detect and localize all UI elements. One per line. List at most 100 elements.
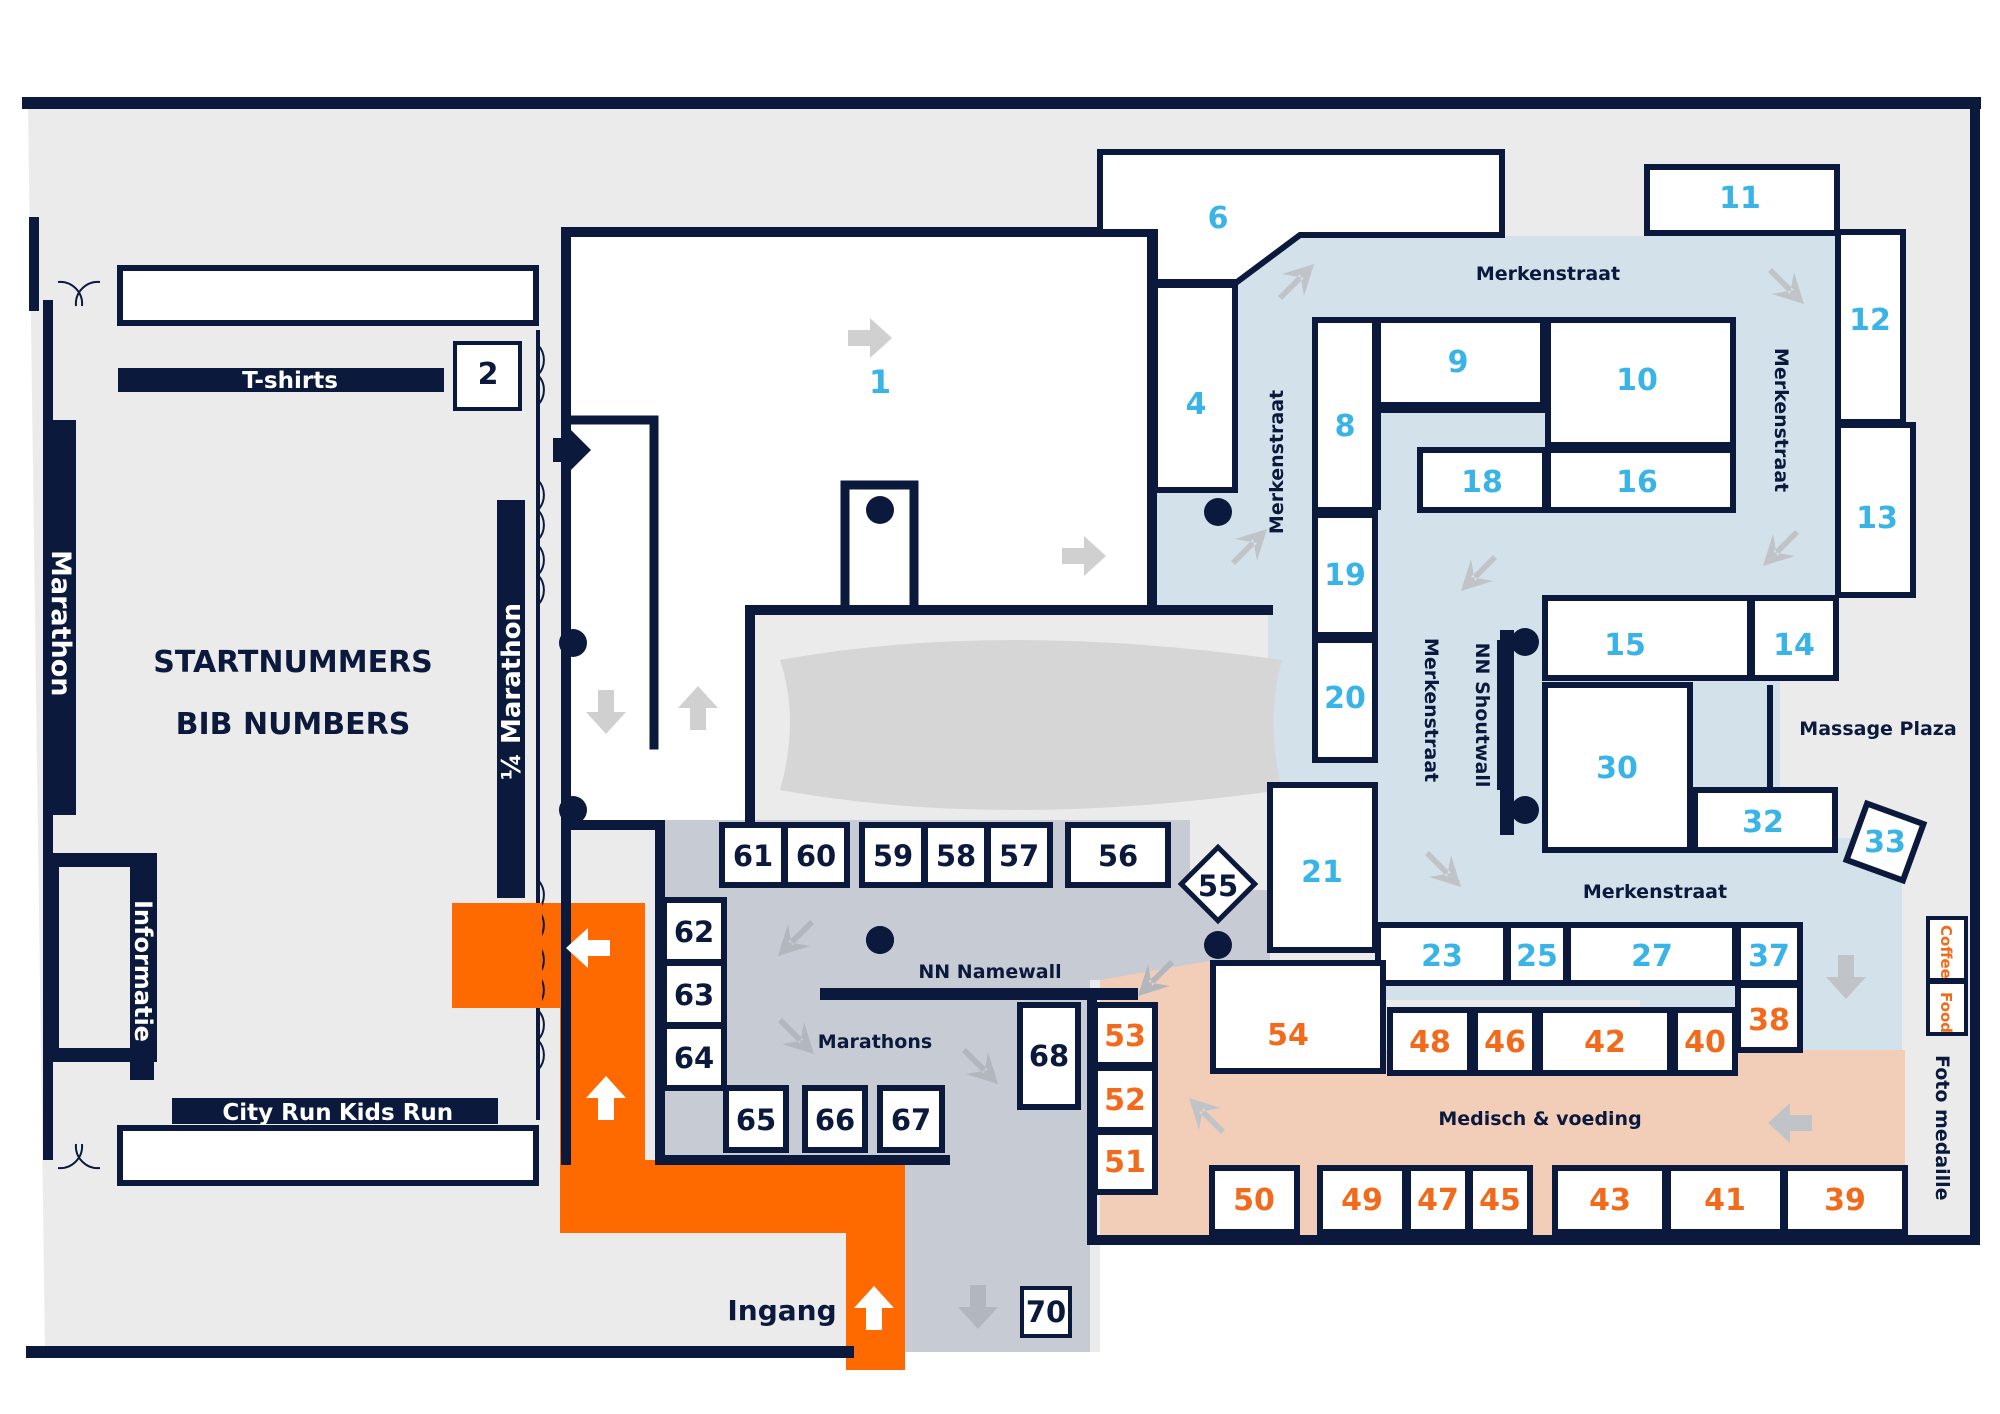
marathons-zone (660, 820, 1270, 1352)
merkenstraat-label-bottom: Merkenstraat (1583, 881, 1727, 903)
stand-38-number: 38 (1748, 1003, 1790, 1038)
nn-namewall-bar (820, 988, 1138, 1000)
stand-30-number: 30 (1596, 751, 1638, 786)
stand-47[interactable] (1405, 1165, 1471, 1235)
merkenstraat-label-left: Merkenstraat (1266, 390, 1288, 534)
stand-68[interactable] (1017, 1002, 1081, 1110)
coffee-label: Coffee (1937, 925, 1955, 979)
stand-57[interactable] (985, 822, 1053, 888)
pillar-7 (1204, 931, 1232, 959)
stand-47-number: 47 (1417, 1183, 1459, 1218)
stand-62-number: 62 (674, 915, 714, 949)
stand-59-number: 59 (873, 839, 913, 873)
pillar-9 (866, 926, 894, 954)
arrow-down-icon-70 (958, 1285, 998, 1329)
stand-48-number: 48 (1409, 1025, 1451, 1060)
stand-65[interactable] (723, 1085, 789, 1153)
stand-46-number: 46 (1484, 1025, 1526, 1060)
pillar-6 (1204, 498, 1232, 526)
stand-11-number: 11 (1719, 181, 1761, 216)
stand-1-number[interactable]: 1 (869, 363, 891, 401)
stand-55[interactable] (1177, 843, 1259, 925)
stand-21[interactable] (1267, 782, 1378, 953)
coffee-stand[interactable] (1926, 916, 1968, 982)
arrow-diag-icon-1 (1278, 264, 1314, 300)
city-run-label: City Run (222, 1100, 331, 1126)
stand-10[interactable] (1545, 317, 1736, 448)
massage-plaza-label: Massage Plaza (1799, 718, 1956, 740)
stand-56[interactable] (1065, 822, 1171, 888)
marathon-counter (48, 420, 76, 815)
arrow-down-icon-right (1826, 955, 1866, 999)
stand-2-number: 2 (478, 357, 499, 392)
stand-20[interactable] (1312, 637, 1378, 763)
stand-60[interactable] (782, 822, 850, 888)
stand-43-number: 43 (1589, 1183, 1631, 1218)
stand-50[interactable] (1209, 1165, 1300, 1235)
stand-4[interactable] (1152, 282, 1238, 493)
stand-16[interactable] (1545, 447, 1736, 513)
stand-38[interactable] (1735, 982, 1803, 1053)
stand-43[interactable] (1552, 1165, 1668, 1235)
stand-45[interactable] (1467, 1165, 1533, 1235)
arrow-up-white-icon-entrance (854, 1286, 894, 1330)
stand-39[interactable] (1782, 1165, 1908, 1235)
stand-63[interactable] (661, 960, 727, 1028)
bib-numbers-title: BIB NUMBERS (176, 707, 411, 742)
arrow-right-grey-icon (848, 318, 892, 358)
stand-13[interactable] (1835, 422, 1916, 598)
stand-25-number: 25 (1516, 939, 1558, 974)
stand-13-number: 13 (1856, 501, 1898, 536)
arrow-right-dark-icon (553, 428, 591, 472)
arrow-up-grey-icon (678, 686, 718, 730)
stand-70[interactable] (1020, 1286, 1072, 1338)
stand-54[interactable] (1210, 960, 1386, 1074)
stand-46[interactable] (1472, 1007, 1538, 1076)
stand-51-number: 51 (1104, 1145, 1146, 1180)
stand-33[interactable] (1842, 799, 1928, 885)
hall-1-floor (566, 232, 1152, 825)
stand-42-number: 42 (1584, 1025, 1626, 1060)
stand-52-number: 52 (1104, 1083, 1146, 1118)
stand-51[interactable] (1092, 1129, 1158, 1195)
stand-20-number: 20 (1324, 681, 1366, 716)
stand-14[interactable] (1749, 595, 1839, 681)
stand-8[interactable] (1312, 317, 1378, 513)
stand-9[interactable] (1375, 317, 1546, 408)
stand-67[interactable] (877, 1085, 945, 1153)
stand-57-number: 57 (999, 839, 1039, 873)
stand-63-number: 63 (674, 978, 714, 1012)
arrow-diag-icon-5 (1461, 555, 1497, 591)
stand-27-number: 27 (1631, 939, 1673, 974)
merkenstraat-label-top: Merkenstraat (1476, 263, 1620, 285)
stand-64[interactable] (661, 1023, 727, 1091)
stand-32[interactable] (1692, 787, 1838, 853)
stand-48[interactable] (1387, 1007, 1473, 1076)
stand-9-number: 9 (1448, 345, 1469, 380)
kids-run-label: Kids Run (339, 1100, 453, 1126)
pillar-1 (866, 496, 894, 524)
stand-56-number: 56 (1098, 839, 1138, 873)
nn-shoutwall-label: NN Shoutwall (1471, 643, 1493, 788)
ingang-label: Ingang (727, 1294, 836, 1327)
stand-10-number: 10 (1616, 363, 1658, 398)
stand-42[interactable] (1537, 1007, 1673, 1076)
marathon-label: Marathon (45, 550, 76, 697)
marathons-label: Marathons (818, 1031, 932, 1053)
stand-2[interactable] (453, 341, 522, 411)
stand-62[interactable] (661, 897, 727, 965)
tshirts-counter (118, 368, 444, 392)
stand-70-number: 70 (1026, 1295, 1066, 1329)
stand-11[interactable] (1644, 164, 1840, 236)
stand-49[interactable] (1317, 1165, 1408, 1235)
stand-64-number: 64 (674, 1041, 714, 1075)
stand-15[interactable] (1542, 595, 1753, 681)
arrow-diag-icon-8 (778, 920, 814, 956)
merkenstraat-label-middle: Merkenstraat (1420, 638, 1442, 782)
stand-66[interactable] (802, 1085, 868, 1153)
food-stand[interactable] (1926, 980, 1968, 1036)
stand-37-number: 37 (1748, 939, 1790, 974)
pillar-2 (559, 629, 587, 657)
stand-19[interactable] (1312, 512, 1378, 638)
stand-4-number: 4 (1186, 387, 1207, 422)
